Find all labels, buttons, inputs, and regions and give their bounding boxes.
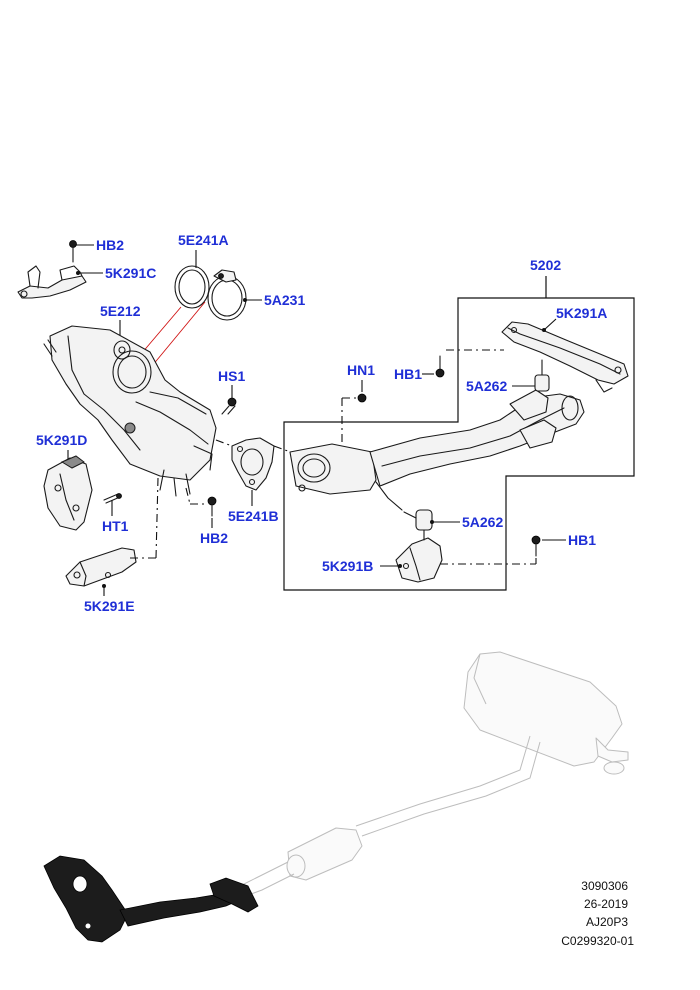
bolt-hb1-bottom[interactable] [531,535,541,557]
gasket-5e241a[interactable] [174,265,210,309]
bracket-5k291d[interactable] [43,455,93,531]
callout-5a231: 5A231 [264,292,305,308]
callout-hs1: HS1 [218,368,245,384]
callout-hb1-bottom: HB1 [568,532,596,548]
callout-5k291e: 5K291E [84,598,135,614]
callout-5k291a: 5K291A [556,305,607,321]
nut-hn1[interactable] [357,393,367,403]
callout-hn1: HN1 [347,362,375,378]
callout-hb2-bottom: HB2 [200,530,228,546]
assembly-5202-frame [283,276,635,591]
callout-hb2-top: HB2 [96,237,124,253]
callout-5k291b: 5K291B [322,558,373,574]
callout-hb1-top: HB1 [394,366,422,382]
callout-5e241a: 5E241A [178,232,229,248]
gasket-5e241b[interactable] [231,437,275,491]
reference-code-4: C0299320-01 [561,934,634,948]
bracket-5k291c[interactable] [17,265,87,299]
isolator-5a262-bottom[interactable] [403,509,433,531]
reference-code-1: 3090306 [581,879,628,893]
clamp-5a231[interactable] [207,269,247,321]
sensor-hs1[interactable] [221,397,237,415]
callout-5202: 5202 [530,257,561,273]
callout-5a262-bottom: 5A262 [462,514,503,530]
stud-ht1[interactable] [103,493,122,504]
heat-shield-5k291e[interactable] [65,547,137,587]
front-exhaust-pipe[interactable] [289,389,585,511]
callout-5e241b: 5E241B [228,508,279,524]
isolator-5a262-top[interactable] [534,359,550,392]
reference-code-3: AJ20P3 [586,915,628,929]
bracket-5k291a[interactable] [501,321,629,393]
catalytic-converter-5e212[interactable] [43,325,217,497]
reference-code-2: 26-2019 [584,897,628,911]
overview-highlight-front-pipe [43,855,259,943]
bolt-hb1-top[interactable] [435,355,445,378]
bolt-hb2-bottom[interactable] [207,496,217,517]
callout-ht1: HT1 [102,518,129,534]
exhaust-system-overview [235,651,629,899]
callout-5k291c: 5K291C [105,265,156,281]
bolt-hb2-top[interactable] [69,240,77,263]
callout-5k291d: 5K291D [36,432,87,448]
callout-5a262-top: 5A262 [466,378,507,394]
callout-5e212: 5E212 [100,303,141,319]
bracket-5k291b[interactable] [395,529,443,583]
